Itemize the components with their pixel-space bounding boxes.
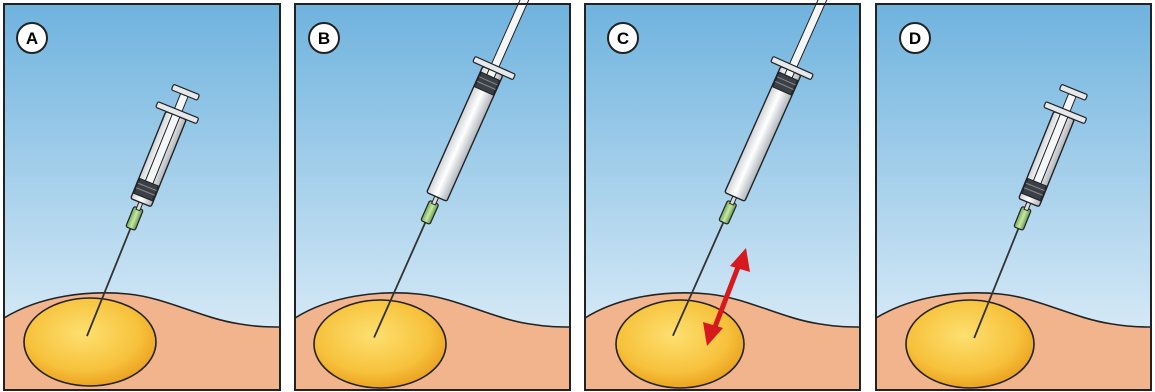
panel-label-b: B — [318, 29, 330, 48]
panel-label-c: C — [617, 29, 629, 48]
panel-a-cyst — [24, 298, 156, 386]
panel-b-cyst — [314, 300, 446, 388]
panel-a: A — [4, 4, 280, 390]
panel-b: B — [295, 0, 570, 390]
panel-b-label: B — [309, 23, 339, 53]
panel-d-cyst — [906, 300, 1034, 388]
panel-c: C — [585, 0, 860, 390]
panel-label-d: D — [909, 29, 921, 48]
panel-c-cyst — [616, 300, 744, 388]
panel-d-label: D — [900, 23, 930, 53]
panel-c-label: C — [608, 23, 638, 53]
panel-label-a: A — [26, 29, 38, 48]
panel-d: D — [876, 4, 1151, 390]
panel-a-label: A — [17, 23, 47, 53]
